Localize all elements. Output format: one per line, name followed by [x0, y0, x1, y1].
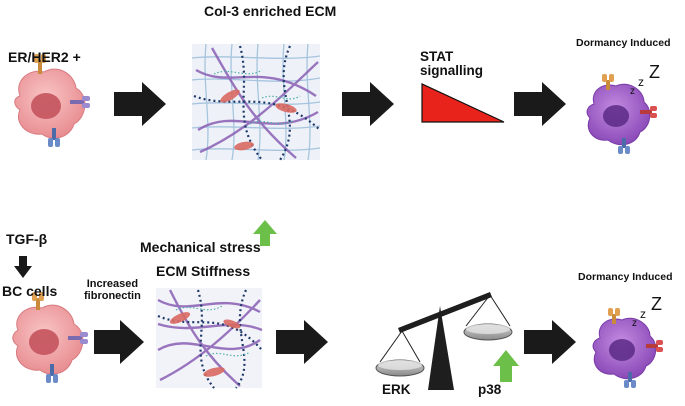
receptor-blue-icon: [48, 128, 60, 147]
balance-scale-icon: [375, 292, 513, 390]
receptor-orange-icon: [32, 292, 44, 310]
tumor-cell-bottom: [12, 292, 88, 383]
arrow-down-icon: [14, 256, 32, 278]
ecm-collagen-mesh-top: [191, 43, 321, 161]
receptor-purple-icon: [70, 96, 90, 108]
stat-label-line2: signalling: [420, 63, 484, 79]
outcome-label-bottom: Dormancy Induced: [578, 271, 673, 283]
outcome-label-top: Dormancy Induced: [576, 37, 671, 49]
receptor-orange-icon: [34, 54, 46, 74]
arrow-right-icon: [342, 82, 394, 126]
fibronectin-line1: Increased: [86, 278, 139, 290]
receptor-orange-icon: [608, 308, 620, 324]
tumor-cell-top: [14, 54, 90, 147]
fibronectin-label: Increased fibronectin: [84, 278, 141, 302]
sleep-z-medium: z: [638, 75, 644, 89]
receptor-status-label: ER/HER2 +: [8, 49, 81, 65]
receptor-purple-icon: [68, 332, 88, 344]
arrow-right-icon: [524, 320, 576, 364]
ecm-stiffness-label: ECM Stiffness: [156, 263, 251, 279]
increase-arrow-icon: [493, 350, 519, 382]
arrow-right-icon: [114, 82, 166, 126]
sleep-z-large: Z: [649, 62, 660, 82]
stat-label-line1: STAT: [420, 49, 454, 64]
stat-signal-wedge-icon: [421, 83, 505, 123]
receptor-red-icon: [640, 106, 657, 118]
sleep-z-small: z: [632, 318, 637, 329]
receptor-blue-icon: [46, 364, 58, 383]
p38-label: p38: [478, 382, 502, 397]
arrow-right-icon: [514, 82, 566, 126]
ecm-title: Col-3 enriched ECM: [204, 3, 337, 19]
stat-signalling-label: STAT signalling: [420, 49, 484, 79]
erk-label: ERK: [382, 382, 411, 397]
receptor-blue-icon: [624, 372, 636, 388]
increase-arrow-icon: [253, 220, 277, 246]
ecm-collagen-mesh-bottom: [156, 288, 263, 389]
receptor-blue-icon: [618, 138, 630, 154]
arrow-right-icon: [276, 320, 328, 364]
sleep-z-small: z: [630, 86, 635, 97]
bc-cells-label: BC cells: [2, 283, 58, 299]
dormant-cell-bottom: [592, 308, 663, 388]
sleep-z-large: Z: [651, 294, 662, 314]
dormant-cell-top: [586, 74, 657, 154]
tgf-beta-label: TGF-β: [6, 231, 48, 247]
sleep-z-medium: z: [640, 307, 646, 321]
fibronectin-line2: fibronectin: [84, 289, 141, 302]
mechanical-stress-label: Mechanical stress: [140, 239, 261, 255]
receptor-orange-icon: [602, 74, 614, 90]
arrow-right-icon: [94, 320, 144, 364]
receptor-red-icon: [646, 340, 663, 352]
